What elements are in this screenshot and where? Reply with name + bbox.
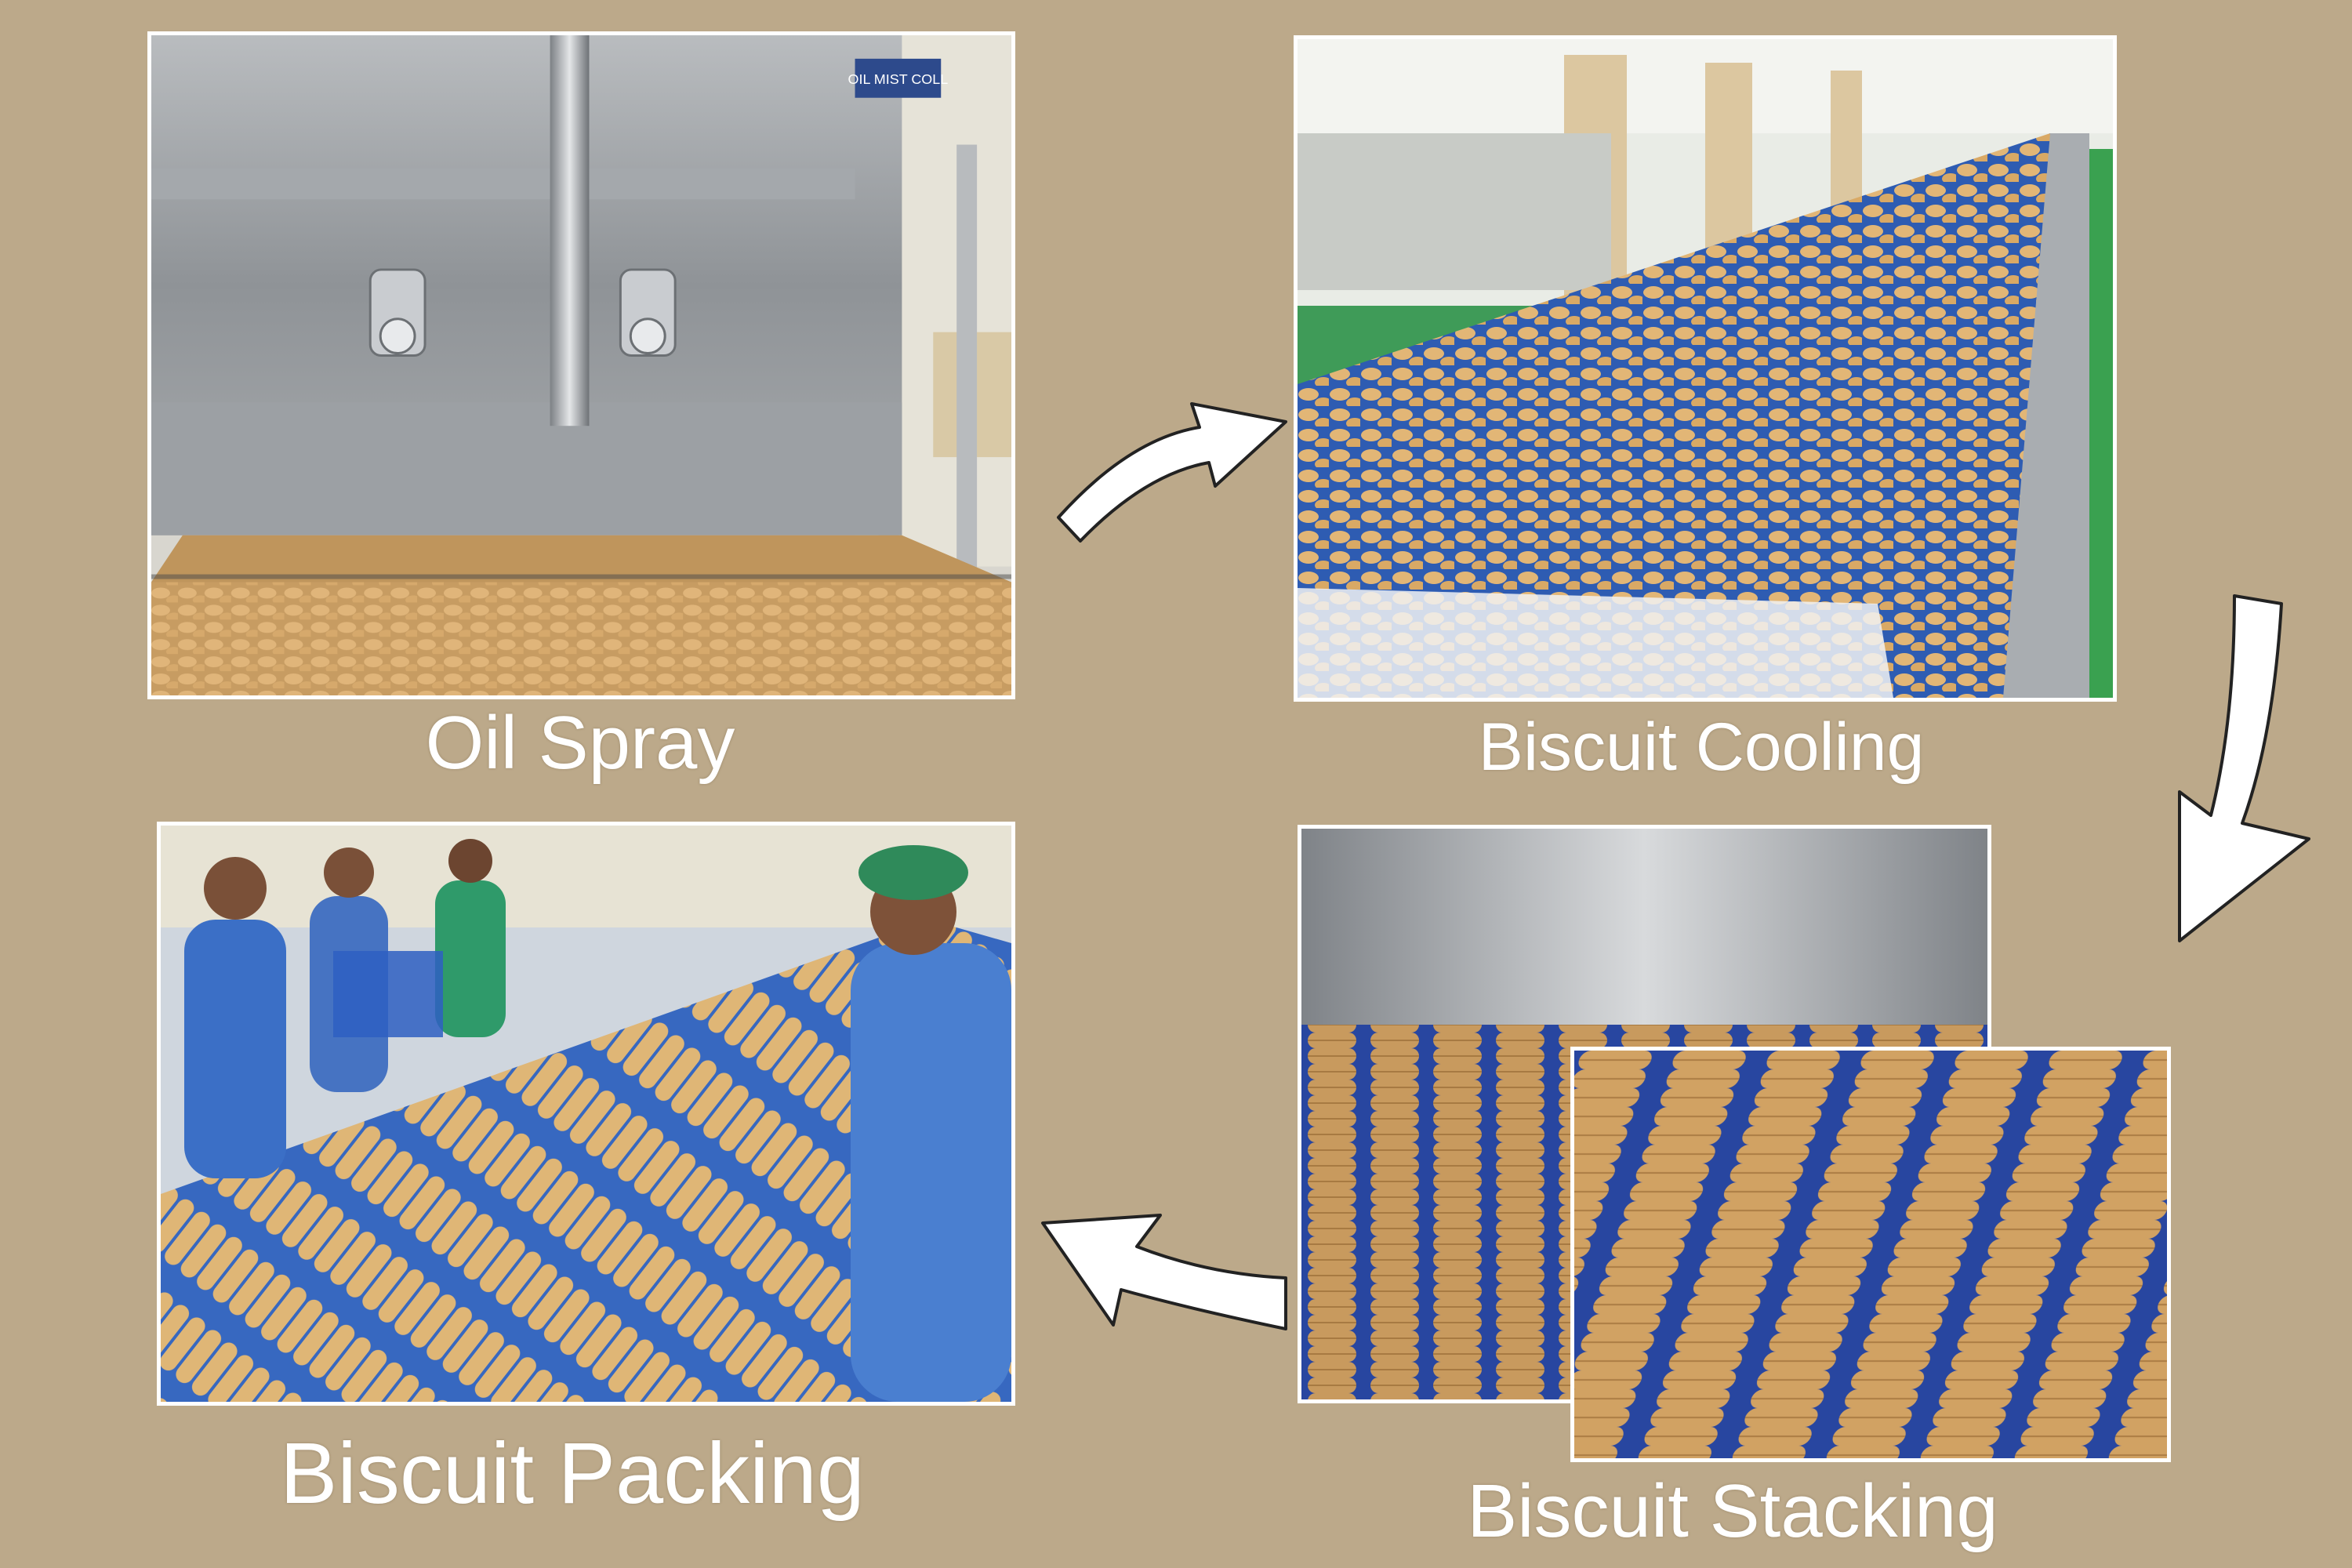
biscuit-stacking-photo-front [1570, 1047, 2171, 1462]
packing-line-illustration [161, 826, 1011, 1402]
cooling-conveyor-illustration [1298, 39, 2113, 698]
caption-oil-spray: Oil Spray [425, 701, 735, 785]
worker-figures [184, 839, 1011, 1402]
motor-left-icon [368, 268, 426, 358]
curved-arrow-icon [1041, 1214, 1287, 1330]
stacking-rows-illustration [1574, 1051, 2167, 1458]
oil-spray-machine-illustration: OIL MIST COLL [151, 35, 1011, 695]
biscuit-cooling-photo [1294, 35, 2117, 702]
caption-biscuit-stacking: Biscuit Stacking [1467, 1469, 1998, 1553]
biscuit-packing-photo [157, 822, 1015, 1406]
oil-spray-photo: OIL MIST COLL [147, 31, 1015, 699]
caption-biscuit-cooling: Biscuit Cooling [1478, 710, 1925, 785]
caption-biscuit-packing: Biscuit Packing [280, 1425, 865, 1522]
motor-right-icon [619, 268, 677, 358]
curved-arrow-icon [2178, 594, 2310, 942]
machine-sign-text: OIL MIST COLL [848, 71, 949, 87]
curved-arrow-icon [1057, 402, 1287, 543]
